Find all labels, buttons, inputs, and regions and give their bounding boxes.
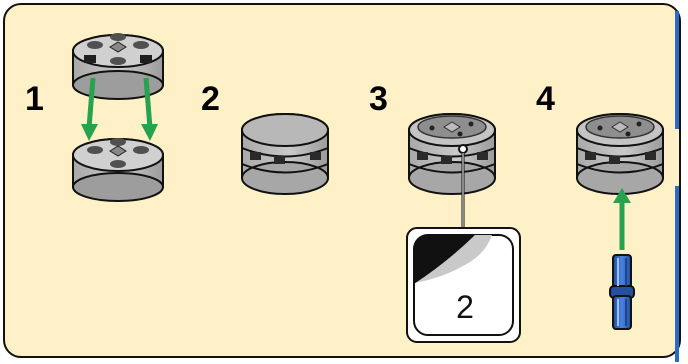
sticker-callout-connector (458, 144, 468, 229)
step-4-illustration (576, 113, 664, 330)
step-1-illustration (72, 33, 164, 202)
step-2-illustration (241, 113, 329, 195)
step-3-illustration (406, 113, 521, 343)
step-number-4: 4 (536, 80, 555, 118)
sticker-callout-box (406, 227, 521, 343)
green-arrow-icon-left (81, 77, 98, 141)
round-tile-icon (241, 113, 329, 195)
green-arrow-icon-right (141, 77, 158, 141)
blue-side-strip-top (675, 11, 679, 129)
step-number-3: 3 (369, 80, 388, 118)
blue-pin-icon (609, 254, 635, 330)
round-brick-icon-top (72, 33, 164, 100)
green-arrow-icon-step4 (613, 188, 631, 250)
sticker-tile-icon (408, 113, 496, 195)
round-brick-icon-bottom (72, 138, 164, 202)
step-number-2: 2 (201, 80, 220, 118)
sticker-number: 2 (456, 289, 474, 325)
sticker-tile-icon-step4 (576, 113, 664, 195)
blue-side-strip-bottom (675, 186, 679, 362)
step-number-1: 1 (25, 80, 44, 118)
